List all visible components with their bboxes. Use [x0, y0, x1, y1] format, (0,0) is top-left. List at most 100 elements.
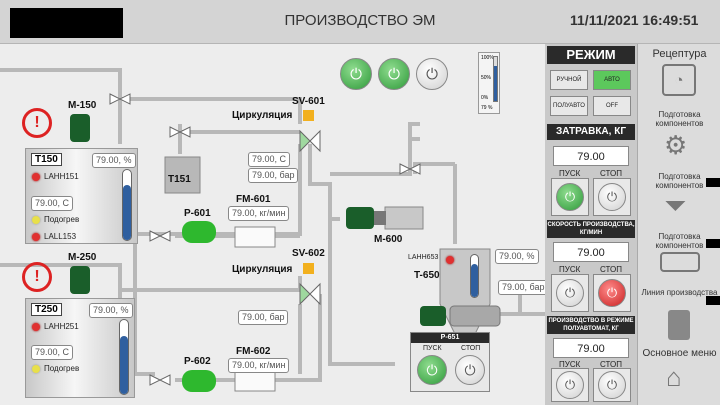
tank-t650-level-tube — [470, 254, 479, 298]
pump-p601-label: P-601 — [184, 208, 211, 219]
power-button-2[interactable]: ⏻ — [378, 58, 410, 90]
motor-m600-label: M-600 — [374, 234, 403, 245]
label-lall153: LALL153 — [44, 232, 77, 241]
load-start-label: ПУСК — [559, 169, 581, 178]
pump-p602[interactable] — [182, 370, 216, 392]
load-stop-label: СТОП — [600, 169, 623, 178]
load-stop-button[interactable]: ⏻ — [593, 178, 631, 216]
label-lahh653: LAHH653 — [408, 254, 439, 261]
gauge-icon[interactable]: ◔ — [662, 64, 696, 96]
speed-start-button[interactable]: ⏻ — [551, 274, 589, 312]
tank-icon[interactable] — [668, 310, 690, 340]
funnel-icon[interactable]: ⏷ — [664, 190, 687, 221]
label-lahh251: LAHH251 — [44, 322, 79, 331]
semi-prod-value[interactable]: 79.00 — [553, 338, 629, 358]
alarm-icon-m250[interactable]: ! — [22, 262, 52, 292]
nav-prep-1[interactable]: Подготовка компонентов — [655, 110, 704, 128]
semi-prod-start-button[interactable]: ⏻ — [551, 368, 589, 402]
nav-prep-2[interactable]: Подготовка компонентов — [655, 172, 704, 190]
redacted-mark — [706, 239, 720, 248]
header-bar: ПРОИЗВОДСТВО ЭМ 11/11/2021 16:49:51 — [0, 0, 720, 44]
speed-start-label: ПУСК — [559, 265, 581, 274]
tank-t150: T150 79.00, % LAHH151 79.00, С Подогрев … — [25, 148, 138, 244]
tank-t150-label: T150 — [31, 153, 62, 166]
valve-p601 — [149, 230, 171, 242]
label-lahh151: LAHH151 — [44, 172, 79, 181]
tank-t250: T250 79.00, % LAHH251 79.00, С Подогрев — [25, 298, 135, 398]
motor-m250[interactable] — [70, 266, 90, 294]
motor-m150-label: M-150 — [68, 100, 97, 111]
pump-p651-title: P-651 — [411, 333, 489, 343]
valve-top-left — [109, 93, 131, 105]
power-icon: ⏻ — [564, 377, 576, 392]
tank-t150-level: 79.00, % — [92, 153, 136, 168]
speed-stop-label: СТОП — [600, 265, 623, 274]
level-gauge: 100% 50% 0% 79 % — [478, 52, 500, 114]
power-icon: ⏻ — [388, 65, 400, 83]
alarm-icon-m150[interactable]: ! — [22, 108, 52, 138]
speed-stop-button[interactable]: ⏻ — [593, 274, 631, 312]
pump-p651-start-label: ПУСК — [423, 345, 442, 352]
pressure-reading-1: 79.00, бар — [248, 168, 299, 183]
power-button-1[interactable]: ⏻ — [340, 58, 372, 90]
speed-value[interactable]: 79.00 — [553, 242, 629, 262]
power-button-3[interactable]: ⏻ — [416, 58, 448, 90]
pipe-to-sv601 — [120, 97, 302, 124]
led-heater-t150 — [32, 216, 40, 224]
tank-t150-level-fill — [123, 184, 131, 240]
power-icon: ⏻ — [606, 377, 618, 392]
piping-diagram — [0, 68, 545, 392]
led-heater-t250 — [32, 365, 40, 373]
mode-manual-button[interactable]: РУЧНОЙ — [550, 70, 588, 90]
power-icon: ⏻ — [606, 285, 618, 300]
gears-icon[interactable]: ⚙ — [664, 130, 688, 160]
nav-recipe-label[interactable]: Рецептура — [652, 48, 707, 60]
mode-off-button[interactable]: OFF — [593, 96, 631, 116]
flowmeter-fm602-label: FM-602 — [236, 346, 271, 357]
pump-p651-start-button[interactable]: ⏻ — [417, 355, 447, 385]
pump-p651-stop-button[interactable]: ⏻ — [455, 355, 485, 385]
valve-sv602-label: SV-602 — [292, 248, 325, 259]
mode-auto-button[interactable]: АВТО — [593, 70, 631, 90]
led-lahh251 — [32, 323, 40, 331]
nav-main-menu[interactable]: Основное меню — [642, 348, 717, 359]
motor-m150[interactable] — [70, 114, 90, 142]
gauge-value: 79 % — [481, 105, 493, 111]
pressure-t650: 79.00, бар — [498, 280, 549, 295]
tank-t150-level-tube — [122, 169, 132, 241]
valve-p602 — [149, 374, 171, 386]
gauge-label-100: 100% — [481, 55, 494, 61]
led-lahh151 — [32, 173, 40, 181]
tank-t650-level-fill — [471, 263, 478, 297]
flowmeter-fm601-value: 79.00, кг/мин — [228, 206, 290, 221]
semi-prod-stop-button[interactable]: ⏻ — [593, 368, 631, 402]
load-value[interactable]: 79.00 — [553, 146, 629, 166]
motor-m600[interactable] — [346, 207, 374, 229]
datetime: 11/11/2021 16:49:51 — [570, 12, 699, 28]
mode-title: РЕЖИМ — [547, 46, 635, 64]
redacted-mark — [706, 296, 720, 305]
home-icon[interactable]: ⌂ — [666, 362, 682, 392]
navigation-column: Рецептура ◔ Подготовка компонентов ⚙ Под… — [637, 44, 720, 405]
nav-prep-3[interactable]: Подготовка компонентов — [655, 232, 704, 250]
flowmeter-fm601-label: FM-601 — [236, 194, 271, 205]
pump-p601[interactable] — [182, 221, 216, 243]
mode-semi-button[interactable]: ПОЛУАВТО — [550, 96, 588, 116]
pressure-reading-2: 79.00, бар — [238, 310, 289, 325]
label-heater-t150: Подогрев — [44, 215, 80, 224]
valve-m600 — [399, 163, 421, 175]
motor-m250-label: M-250 — [68, 252, 97, 263]
circulation-label-1: Циркуляция — [232, 110, 293, 121]
load-start-button[interactable]: ⏻ — [551, 178, 589, 216]
tank-t250-level: 79.00, % — [89, 303, 133, 318]
power-icon: ⏻ — [426, 65, 438, 83]
tank-t250-label: T250 — [31, 303, 62, 316]
power-icon: ⏻ — [426, 361, 438, 378]
load-title: ЗАТРАВКА, КГ — [547, 124, 635, 140]
nav-production-line[interactable]: Линия производства — [641, 288, 718, 297]
tank-t650-label: T-650 — [414, 270, 440, 281]
motor-extruder[interactable] — [420, 306, 446, 326]
conveyor-icon[interactable] — [660, 252, 700, 272]
power-icon: ⏻ — [464, 361, 476, 378]
gauge-bar — [493, 56, 498, 102]
